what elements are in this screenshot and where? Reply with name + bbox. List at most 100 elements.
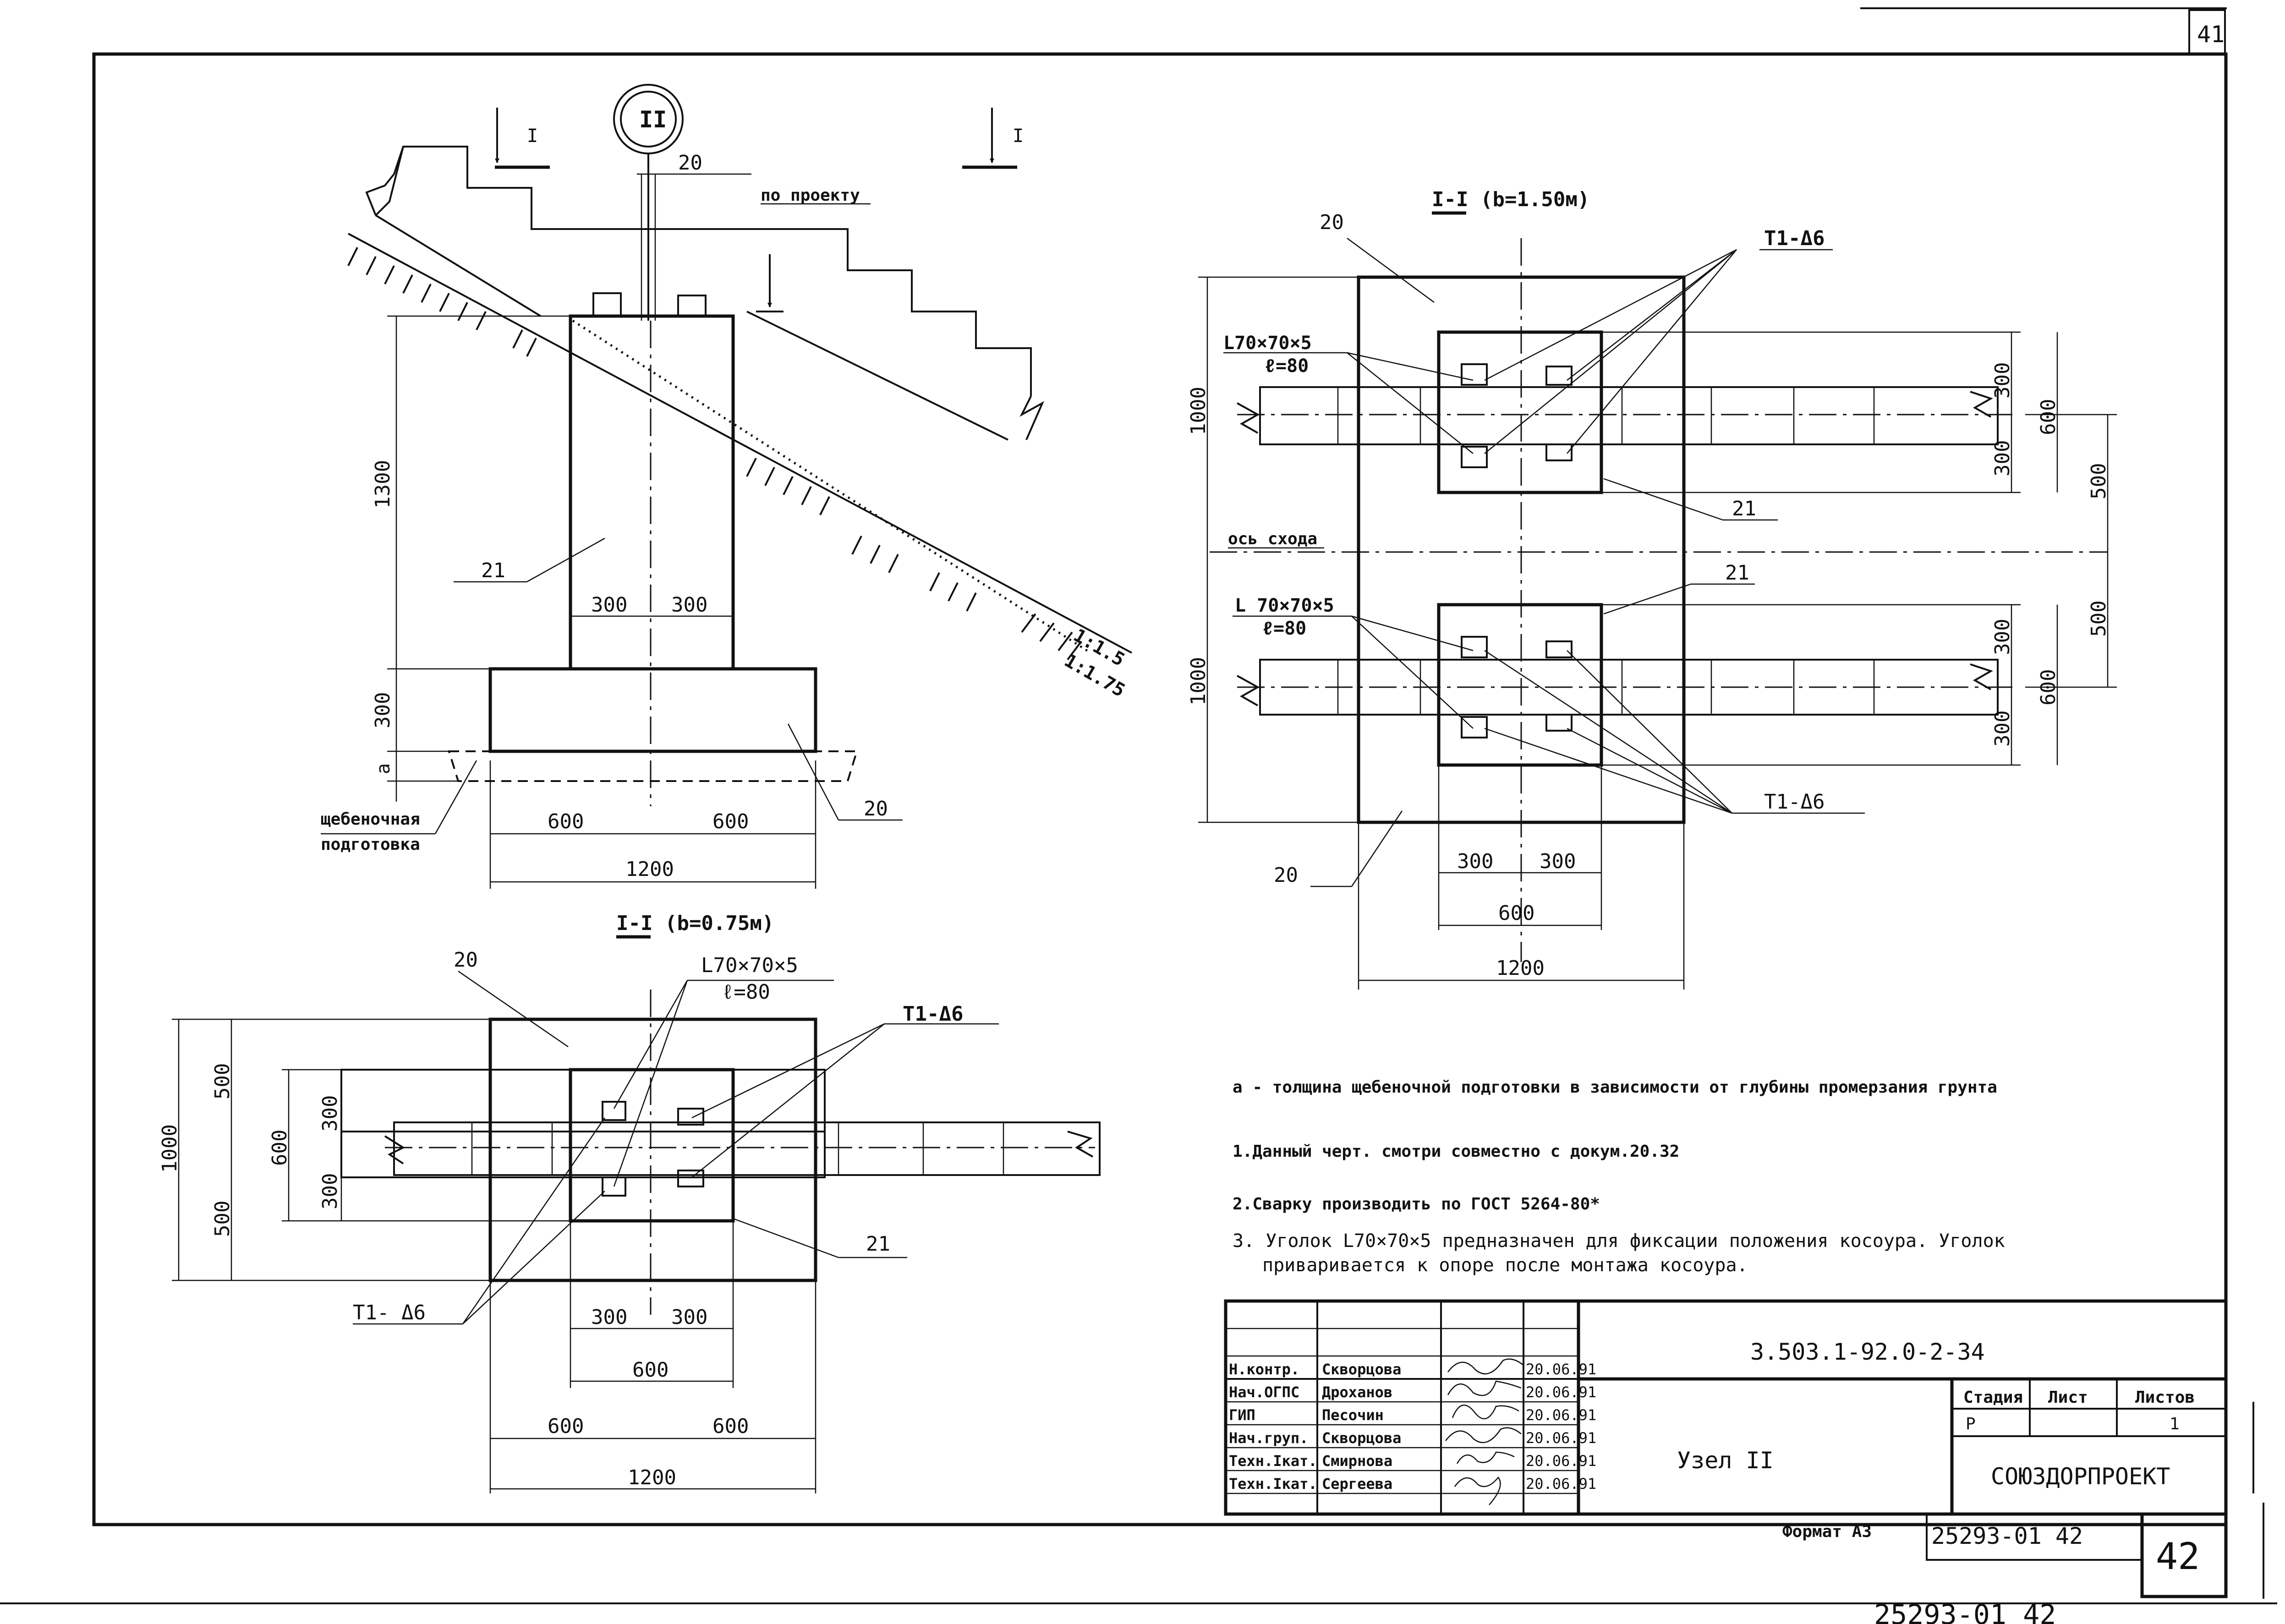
header-stage: Стадия — [1963, 1388, 2023, 1407]
section-075-view: I-I (b=0.75м) 20 L70×70×5 ℓ=80 T1-Δ6 — [158, 912, 1101, 1493]
row-date: 20.06.91 — [1526, 1475, 1596, 1493]
value-sheets: 1 — [2170, 1415, 2180, 1433]
dim-300-left-075: 300 — [591, 1306, 627, 1329]
node-number: II — [639, 106, 667, 133]
dim-1200-075: 1200 — [628, 1466, 676, 1489]
signature-row-6: Техн.Iкат. Сергеева 20.06.91 — [1229, 1475, 1596, 1505]
signature-row-5: Техн.Iкат. Смирнова 20.06.91 — [1229, 1451, 1596, 1470]
label-weld-150-top: T1-Δ6 — [1764, 227, 1825, 250]
dim-600-150-bottom: 600 — [1498, 902, 1534, 925]
dim-500a-075: 500 — [211, 1063, 234, 1099]
dim-600-right: 600 — [712, 810, 749, 833]
label-pos-20b-150: 20 — [1274, 864, 1298, 887]
dim-300-left: 300 — [591, 593, 627, 617]
header-sheets: Листов — [2135, 1388, 2195, 1407]
row-name: Песочин — [1322, 1406, 1384, 1424]
elevation-view: II 20 I I по проекту — [321, 84, 1132, 889]
row-date: 20.06.91 — [1526, 1383, 1596, 1401]
dim-300-left-150: 300 — [1457, 850, 1493, 873]
dim-600b-150: 600 — [2037, 669, 2060, 705]
dim-300d-150: 300 — [1991, 711, 2014, 747]
dim-a: а — [373, 763, 394, 774]
row-role: Нач.груп. — [1229, 1429, 1308, 1447]
section-075-title: I-I (b=0.75м) — [616, 912, 774, 935]
note-2: 2.Сварку производить по ГОСТ 5264-80* — [1233, 1195, 1600, 1214]
dim-20-top: 20 — [678, 151, 702, 175]
label-angle-150b-l: ℓ=80 — [1262, 618, 1306, 639]
row-name: Дроханов — [1322, 1383, 1392, 1401]
dim-300-footing: 300 — [371, 692, 395, 728]
row-date: 20.06.91 — [1526, 1429, 1596, 1447]
organization: СОЮЗДОРПРОЕКТ — [1991, 1463, 2170, 1490]
note-1: 1.Данный черт. смотри совместно с докум.… — [1233, 1142, 1679, 1161]
title-block: Н.контр. Скворцова 20.06.91 Нач.ОГПС Дро… — [1224, 1299, 2228, 1624]
dim-600-075: 600 — [268, 1130, 291, 1166]
format-label: Формат А3 — [1782, 1522, 1872, 1541]
label-pos-21b-150: 21 — [1725, 561, 1749, 585]
label-angle-150a: L70×70×5 — [1223, 333, 1312, 354]
dim-300a-150: 300 — [1991, 362, 2014, 399]
dim-600a-150: 600 — [2037, 399, 2060, 435]
signature-row-1: Н.контр. Скворцова 20.06.91 — [1229, 1358, 1596, 1378]
note-3b: приваривается к опоре после монтажа косо… — [1262, 1255, 1748, 1276]
row-role: Техн.Iкат. — [1229, 1475, 1317, 1493]
row-role: Нач.ОГПС — [1229, 1383, 1299, 1401]
row-role: Техн.Iкат. — [1229, 1452, 1317, 1470]
dim-500b-075: 500 — [211, 1201, 234, 1237]
label-angle-l-075: ℓ=80 — [722, 980, 770, 1004]
label-angle-150a-l: ℓ=80 — [1265, 355, 1309, 377]
label-pos-20-plan: 20 — [454, 948, 478, 972]
row-role: Н.контр. — [1229, 1361, 1299, 1378]
dim-600-075-bottom: 600 — [632, 1358, 669, 1382]
column-21-plan — [569, 1068, 735, 1223]
note-a: а - толщина щебеночной подготовки в зави… — [1233, 1078, 1997, 1097]
drawing-code: 3.503.1-92.0-2-34 — [1750, 1339, 1985, 1365]
dim-600-left: 600 — [548, 810, 584, 833]
dim-1200: 1200 — [625, 858, 674, 881]
dim-1000b-150: 1000 — [1187, 657, 1210, 705]
row-date: 20.06.91 — [1526, 1452, 1596, 1470]
page-number: 42 — [2156, 1535, 2200, 1578]
stairs-outline — [375, 146, 1032, 396]
note-3a: 3. Уголок L70×70×5 предназначен для фикс… — [1233, 1230, 2005, 1252]
dim-1000a-150: 1000 — [1187, 387, 1210, 435]
dim-600a-075: 600 — [548, 1415, 584, 1438]
label-pos-20a-150: 20 — [1320, 211, 1344, 234]
gravel-bed — [448, 750, 858, 782]
notes: а - толщина щебеночной подготовки в зави… — [1233, 1078, 2005, 1276]
footing-20-plan — [488, 1017, 817, 1282]
column-21-upper — [1437, 330, 1603, 494]
signature-mark — [1447, 1358, 1524, 1375]
label-angle-075: L70×70×5 — [701, 954, 798, 977]
signature-row-4: Нач.груп. Скворцова 20.06.91 — [1229, 1427, 1596, 1447]
label-axis: ось схода — [1228, 530, 1317, 548]
label-weld-075-top: T1-Δ6 — [903, 1002, 963, 1026]
dim-300b-150: 300 — [1991, 440, 2014, 476]
section-mark-left: I — [527, 126, 538, 147]
label-weld-150-bottom: T1-Δ6 — [1764, 790, 1825, 814]
row-name: Скворцова — [1322, 1429, 1401, 1447]
label-angle-150b: L 70×70×5 — [1235, 595, 1334, 616]
dim-300-right-150: 300 — [1540, 850, 1576, 873]
label-weld-075-bottom: T1- Δ6 — [353, 1301, 426, 1324]
stamp-number: 25293-01 42 — [1931, 1523, 2083, 1549]
row-date: 20.06.91 — [1526, 1361, 1596, 1378]
section-mark-right: I — [1013, 126, 1024, 147]
ground-slope-line — [348, 233, 1132, 654]
dim-300b-075: 300 — [318, 1173, 342, 1209]
dim-300-right: 300 — [671, 593, 707, 617]
angle-bracket-right — [677, 295, 707, 317]
node-marker-inner — [620, 91, 677, 148]
row-date: 20.06.91 — [1526, 1406, 1596, 1424]
dim-1300: 1300 — [371, 460, 395, 509]
label-pos-21: 21 — [481, 559, 505, 582]
angle-bracket-left — [592, 292, 622, 317]
header-sheet: Лист — [2048, 1388, 2088, 1407]
row-name: Скворцова — [1322, 1361, 1401, 1378]
signature-mark — [1454, 1476, 1501, 1505]
stringer-upper — [1259, 386, 1999, 445]
dim-300c-150: 300 — [1991, 619, 2014, 655]
dim-1000-075: 1000 — [158, 1124, 181, 1173]
signature-mark — [1456, 1451, 1515, 1464]
